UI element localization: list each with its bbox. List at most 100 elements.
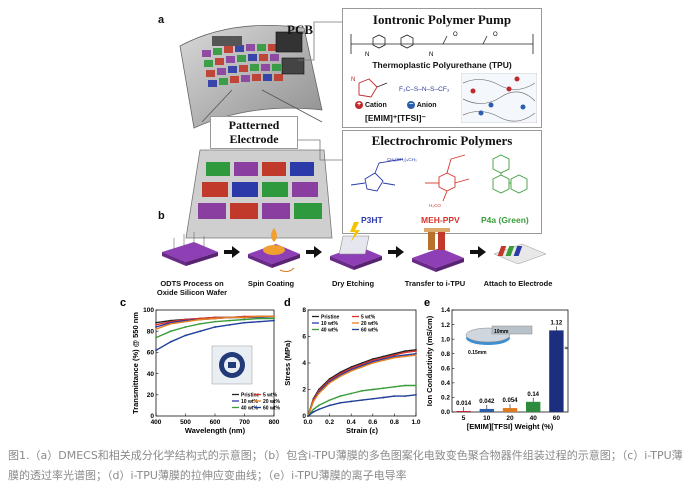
y-tick-label: 6 [302,334,306,341]
data-point [382,396,385,399]
data-point [382,387,385,390]
data-point [155,323,157,326]
x-tick-label: 0.6 [368,419,377,426]
data-point [415,393,417,396]
legend-entry: Pristine [241,393,260,399]
electrode-pixels [198,162,322,219]
electrochromic-box: Electrochromic Polymers CH₂(CH₂)₄CH₃ H₃C… [342,130,542,234]
bar [526,401,541,412]
series-line [307,349,417,417]
svg-text:N: N [365,52,369,58]
svg-text:O: O [493,32,498,38]
data-point [328,404,331,407]
series-line [307,394,417,417]
x-axis-label: Wavelength (nm) [185,426,246,435]
chart-ion-conductivity: e0.00.20.40.60.81.01.21.40.01450.042100.… [424,297,569,431]
inset-dim-thickness: 0.15mm [468,350,487,356]
svg-text:N: N [351,77,355,83]
svg-text:O: O [453,32,458,38]
y-axis-label: Ion Conductivity (mS/cm) [425,315,434,406]
axis-break-mark: ≈ [565,346,569,352]
step3-etch [330,222,382,270]
x-tick-label: 0.4 [347,419,356,426]
data-point [371,359,374,362]
data-point [155,321,157,324]
svg-text:N: N [429,52,433,58]
data-point [371,362,374,364]
data-point [155,349,157,352]
anion-label: Anion [416,101,437,109]
bar-value-label: 1.12 [551,320,563,326]
legend-entry: 5 wt% [263,393,278,399]
x-tick-label: 600 [210,419,221,426]
ionic-liquid-structures: N F₃C–S–N–S–CF₃ [351,77,450,98]
data-point [312,400,315,403]
y-tick-label: 1.0 [441,336,450,343]
data-point [404,384,407,387]
arrow-4 [470,246,486,258]
data-point [339,401,342,404]
pump-title: Iontronic Polymer Pump [372,12,512,27]
cation-dot: + [355,101,363,109]
data-point [258,320,261,323]
y-axis-label: Transmittance (%) @ 550 nm [131,312,140,414]
bar [479,408,494,412]
series-line [307,384,416,417]
connector-lines [298,21,342,161]
svg-text:CH₂(CH₂)₄CH₃: CH₂(CH₂)₄CH₃ [387,157,417,162]
data-point [382,356,385,359]
y-tick-label: 0.0 [441,409,450,416]
data-point [273,319,275,322]
data-point [393,356,396,359]
data-point [169,330,172,333]
legend-entry: 5 wt% [361,315,376,321]
legend-entry: 20 wt% [263,399,281,405]
data-point [415,384,417,387]
panel-b-letter: b [158,210,165,222]
data-point [155,328,157,330]
anion-legend: − Anion [407,101,437,109]
data-point [228,319,231,322]
x-tick-label: 0.0 [303,419,312,426]
data-point [361,389,363,392]
step2-spin [248,228,300,273]
y-tick-label: 20 [147,392,155,399]
data-point [243,318,246,321]
data-point [350,392,353,395]
x-axis-label: Strain (ε) [346,426,378,435]
inset-dim-diameter: 10mm [494,329,509,335]
data-point [404,350,407,352]
ionic-liquid-label: [EMIM]⁺[TFSI]⁻ [365,113,426,123]
data-point [415,348,417,351]
step-label-attach: Attach to Electrode [483,279,553,288]
panel-d-letter: d [284,297,291,309]
step1-wafer [162,232,218,266]
data-point [169,322,172,325]
data-point [199,330,202,333]
data-point [214,317,216,320]
data-point [393,355,396,358]
panel-a-letter: a [158,14,165,26]
y-axis-label: Stress (MPa) [283,340,292,386]
data-point [317,392,320,395]
legend-entry: Pristine [321,315,340,321]
x-tick-label: 400 [151,419,162,426]
data-point [243,316,246,319]
polymer-name-p3ht: P3HT [361,215,383,225]
x-tick-label: 700 [239,419,250,426]
device-illustration [179,24,333,239]
ec-title: Electrochromic Polymers [371,133,513,148]
cation-legend: + Cation [355,101,387,109]
ec-structures: CH₂(CH₂)₄CH₃ H₃CO [350,154,528,208]
y-tick-label: 0.2 [441,395,450,402]
y-tick-label: 0.4 [441,380,450,387]
tpu-structure: N N O O [350,32,534,58]
pixel-grid [202,44,283,87]
data-point [214,326,216,328]
data-point [404,355,407,358]
x-tick-label: 60 [553,415,561,422]
data-point [393,385,396,388]
